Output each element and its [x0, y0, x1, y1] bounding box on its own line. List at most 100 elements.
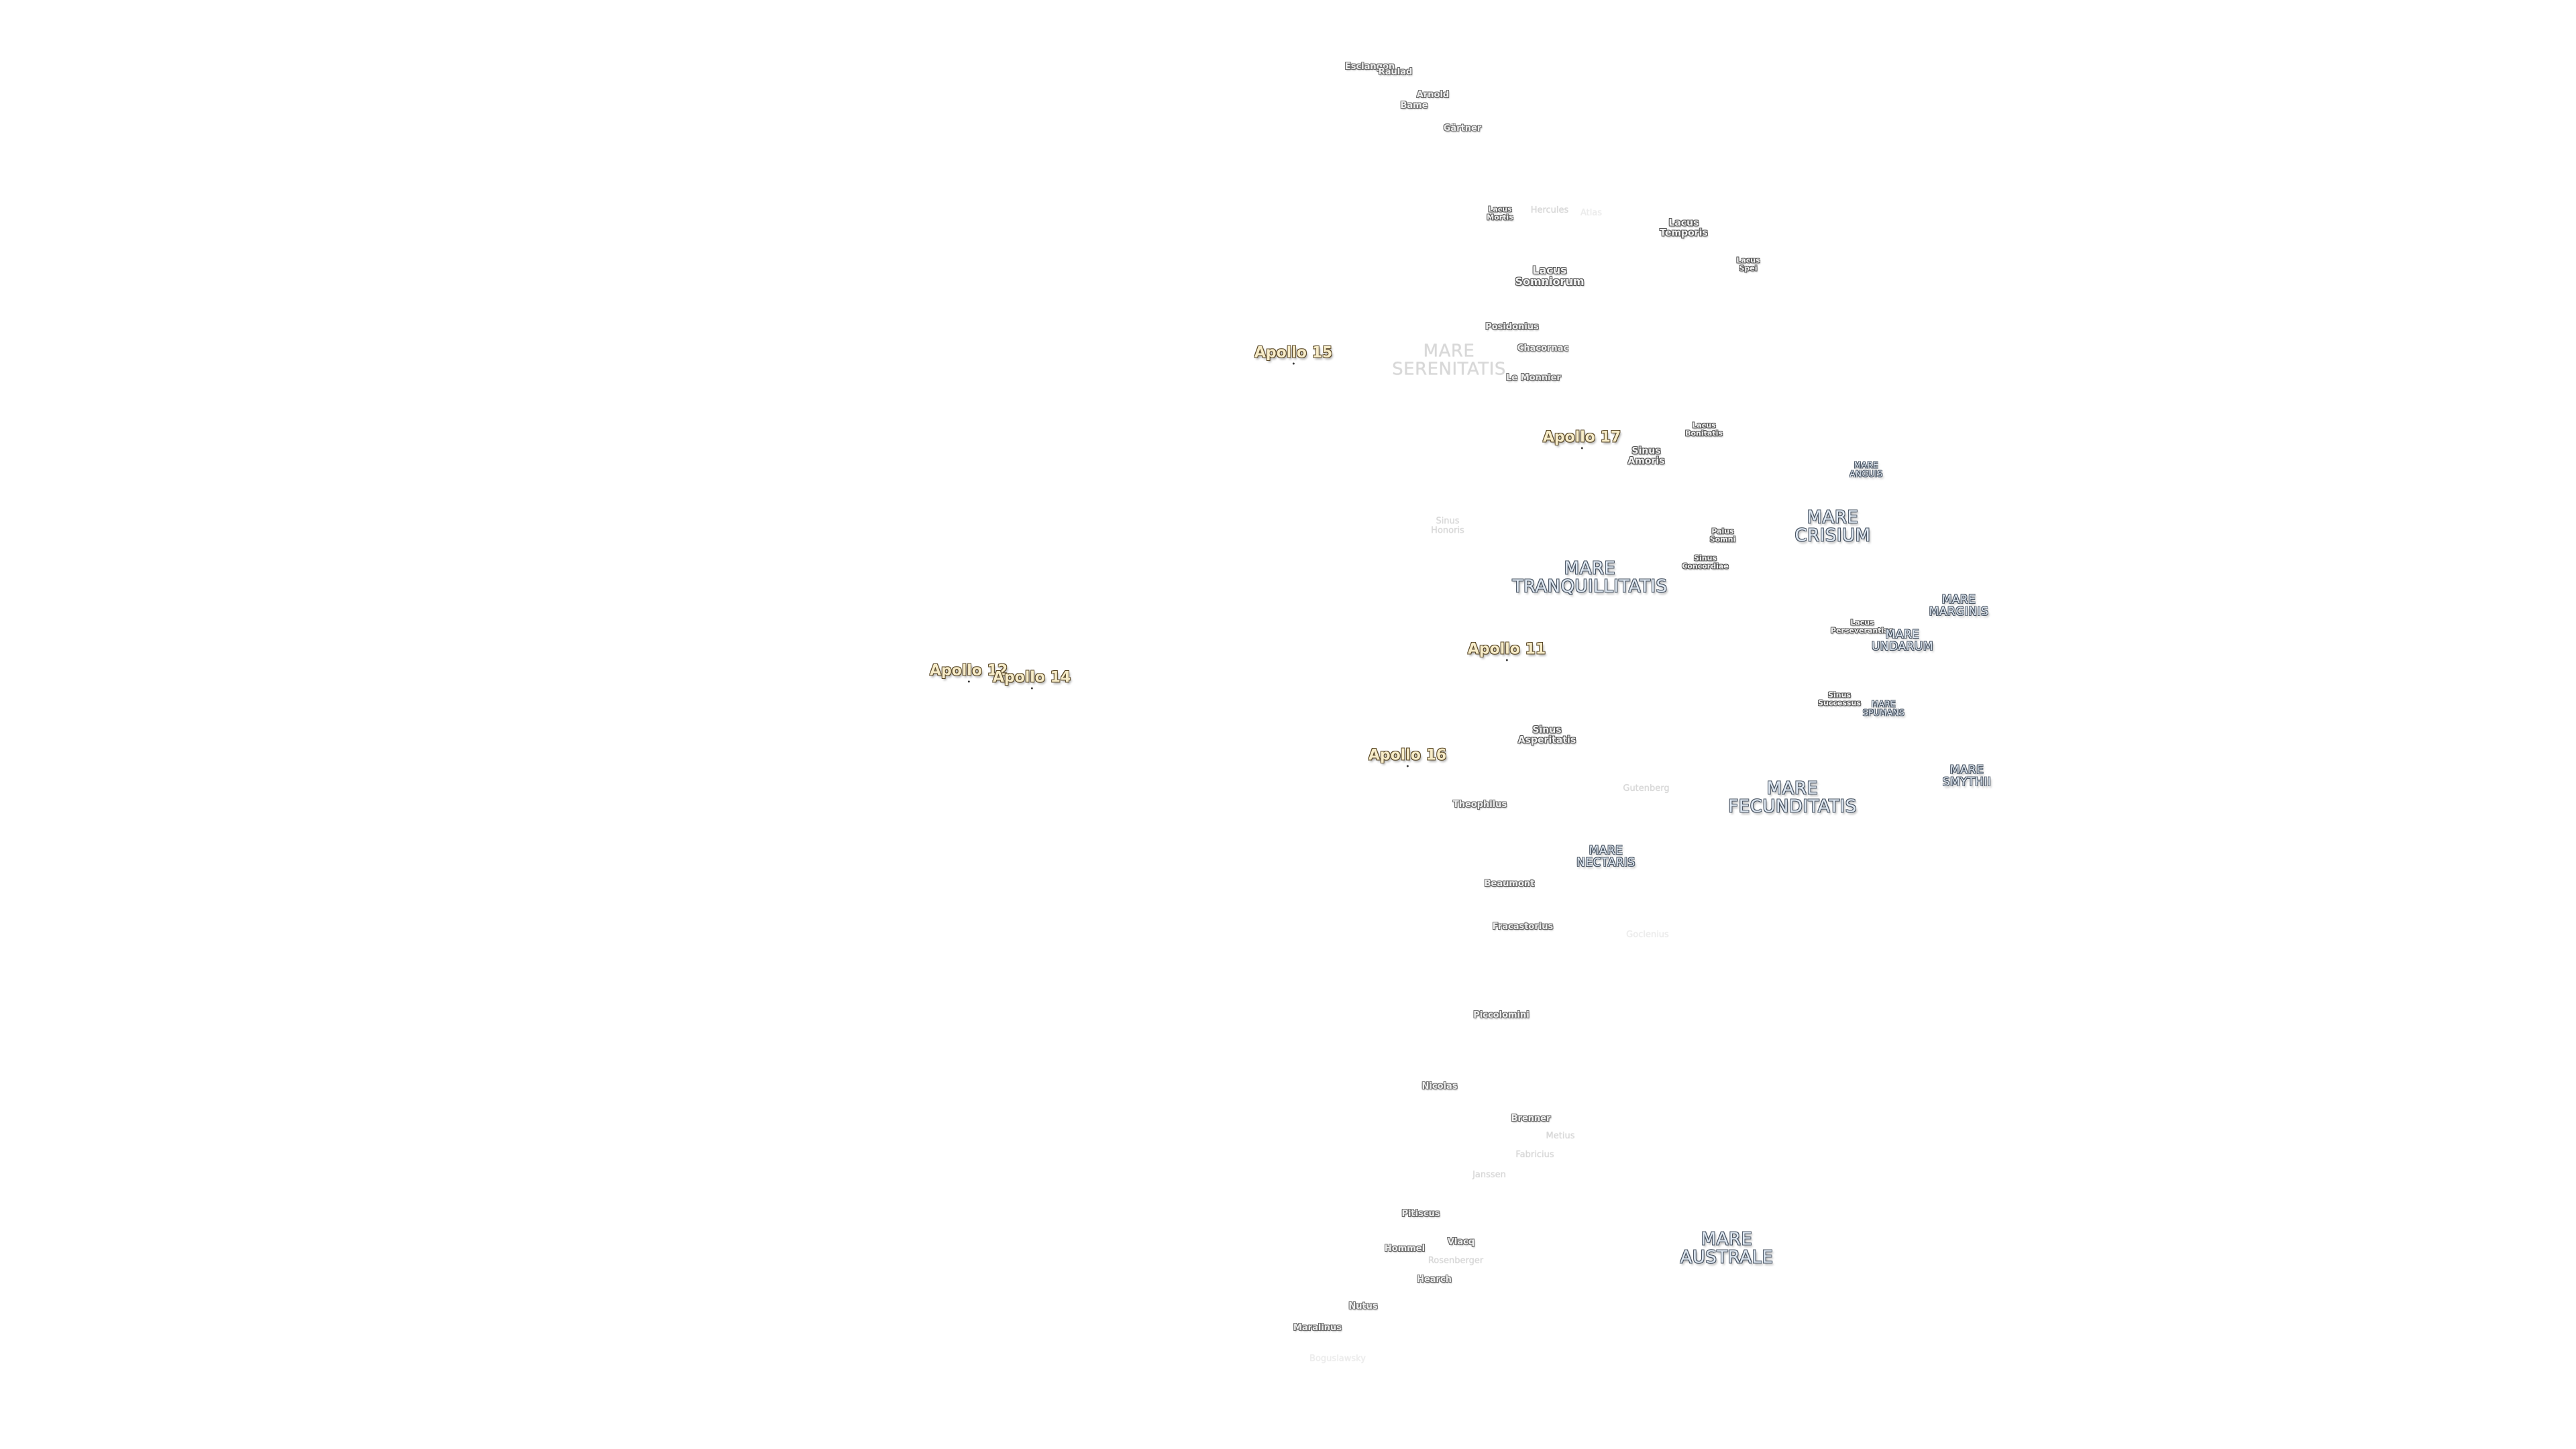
map-label-text: NECTARIS: [1576, 856, 1635, 869]
map-label-nicolas[interactable]: Nicolas: [1422, 1082, 1458, 1091]
map-label-text: Vlacq: [1447, 1237, 1475, 1248]
map-label-theophilus[interactable]: Theophilus: [1453, 800, 1507, 810]
map-label-apollo-12[interactable]: Apollo 12: [930, 663, 1008, 683]
map-label-apollo-16[interactable]: Apollo 16: [1368, 747, 1447, 767]
map-label-maralinus[interactable]: Maralinus: [1293, 1324, 1342, 1333]
map-label-text: Sinus: [1631, 445, 1661, 457]
map-label-text: Sinus: [1694, 553, 1717, 563]
map-label-hommel[interactable]: Hommel: [1385, 1244, 1425, 1254]
map-label-fracastorius[interactable]: Fracastorius: [1493, 922, 1553, 932]
map-label-brenner[interactable]: Brenner: [1511, 1114, 1551, 1124]
map-label-hearch[interactable]: Hearch: [1417, 1275, 1452, 1285]
map-label-text: Apollo 15: [1254, 344, 1333, 362]
map-label-goclenius[interactable]: Goclenius: [1626, 930, 1669, 940]
map-label-text: Chacornac: [1517, 343, 1569, 354]
map-label-vlacq[interactable]: Vlacq: [1448, 1238, 1474, 1247]
map-label-gartner[interactable]: Gärtner: [1444, 124, 1482, 133]
map-label-text: Somniorum: [1515, 275, 1585, 288]
map-label-boguslawsky[interactable]: Boguslawsky: [1309, 1354, 1366, 1364]
map-label-text: Palus: [1711, 527, 1734, 536]
map-label-text: Nicolas: [1421, 1081, 1458, 1092]
map-label-text: Sinus: [1532, 724, 1562, 736]
map-label-text: MARE: [1807, 507, 1859, 528]
map-label-text: Theophilus: [1452, 800, 1507, 810]
map-label-rosenberger[interactable]: Rosenberger: [1428, 1256, 1483, 1266]
map-label-text: SERENITATIS: [1392, 360, 1506, 380]
map-label-text: Apollo 16: [1368, 747, 1447, 764]
map-label-text: Gutenberg: [1623, 784, 1670, 794]
map-label-text: UNDARUM: [1871, 640, 1934, 653]
map-label-text: Hearch: [1417, 1275, 1452, 1285]
map-label-text: Successus: [1818, 698, 1861, 707]
map-label-nutus[interactable]: Nutus: [1348, 1302, 1377, 1311]
map-label-janssen[interactable]: Janssen: [1472, 1171, 1506, 1180]
map-label-bonpland[interactable]: Bonpland: [1348, 62, 1389, 72]
map-label-text: Apollo 11: [1467, 641, 1546, 658]
map-label-text: MARE: [1854, 460, 1879, 470]
map-label-atlas[interactable]: Atlas: [1580, 209, 1602, 218]
map-label-text: Lacus: [1668, 217, 1699, 229]
map-label-posidonius[interactable]: Posidonius: [1485, 323, 1539, 332]
map-label-text: Nutus: [1348, 1301, 1378, 1312]
map-label-text: SMYTHII: [1942, 775, 1992, 789]
map-label-chacornac[interactable]: Chacornac: [1517, 344, 1568, 354]
map-label-esclangon[interactable]: Esclangon: [1345, 62, 1395, 72]
map-label-apollo-15[interactable]: Apollo 15: [1254, 344, 1333, 365]
map-label-text: AUSTRALE: [1680, 1248, 1774, 1268]
map-label-text: CRISIUM: [1794, 526, 1871, 546]
map-label-gutenberg[interactable]: Gutenberg: [1623, 784, 1669, 794]
map-label-piccolomini[interactable]: Piccolomini: [1473, 1011, 1529, 1020]
map-label-text: Concordiae: [1682, 561, 1729, 570]
map-label-text: Pitiscus: [1401, 1209, 1440, 1220]
map-label-apollo-14[interactable]: Apollo 14: [993, 669, 1071, 690]
map-label-raulad[interactable]: Raulad: [1379, 68, 1413, 77]
map-label-text: Perseverantiae: [1830, 626, 1894, 635]
map-label-text: MARE: [1871, 699, 1896, 709]
map-label-apollo-17[interactable]: Apollo 17: [1543, 429, 1621, 449]
map-label-le-monnier[interactable]: Le Monnier: [1506, 374, 1561, 383]
map-label-arnold[interactable]: Arnold: [1417, 91, 1449, 100]
map-label-text: MARE: [1885, 628, 1920, 642]
map-label-text: SPUMANS: [1862, 708, 1905, 717]
map-label-hercules[interactable]: Hercules: [1531, 206, 1569, 215]
map-label-text: Fabricius: [1515, 1150, 1554, 1161]
map-label-pitiscus[interactable]: Pitiscus: [1401, 1210, 1440, 1219]
map-label-text: Lacus: [1532, 264, 1567, 277]
map-label-bame[interactable]: Bame: [1400, 101, 1428, 111]
map-label-text: Piccolomini: [1473, 1010, 1529, 1021]
map-label-text: Esclangon: [1344, 62, 1395, 72]
map-label-text: Asperitatis: [1517, 735, 1576, 745]
map-label-apollo-11[interactable]: Apollo 11: [1467, 641, 1546, 661]
map-label-fabricius[interactable]: Fabricius: [1515, 1150, 1554, 1160]
map-label-metius[interactable]: Metius: [1546, 1132, 1575, 1141]
map-label-text: Sinus: [1828, 690, 1851, 700]
map-label-text: Boguslawsky: [1309, 1354, 1366, 1364]
map-label-text: Temporis: [1660, 227, 1708, 238]
map-label-beaumont[interactable]: Beaumont: [1485, 879, 1535, 889]
map-label-text: MARGINIS: [1929, 605, 1989, 619]
